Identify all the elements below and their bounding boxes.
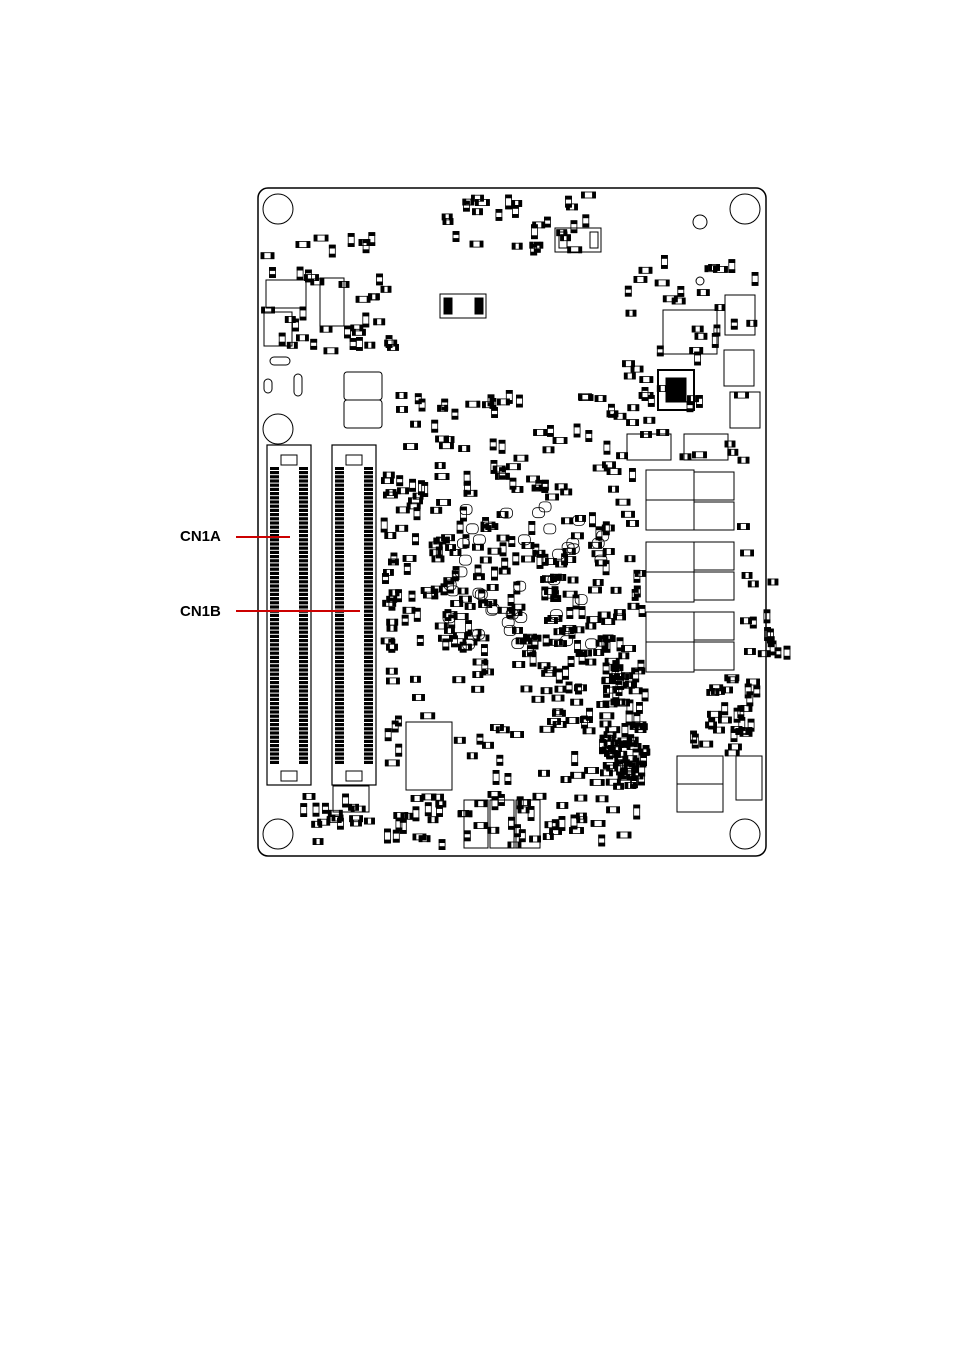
mounting-hole-bottom-right <box>730 819 760 849</box>
mounting-hole-top-right <box>730 194 760 224</box>
mounting-hole-left-mid <box>263 414 293 444</box>
mounting-hole-bottom-left <box>263 819 293 849</box>
mounting-hole-top-left <box>263 194 293 224</box>
